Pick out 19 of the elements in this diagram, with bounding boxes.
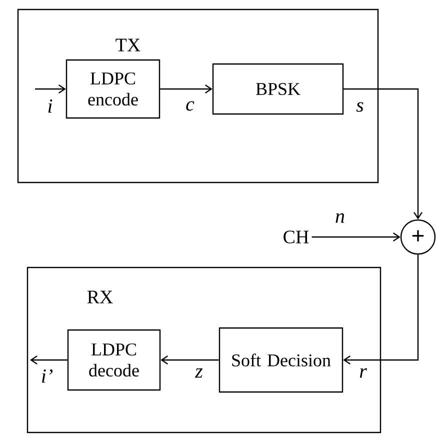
arrow [160,84,212,94]
arrow [312,232,400,242]
signal-label: s [356,102,364,112]
signal-label: i [48,99,52,113]
signal-label: i’ [42,369,52,383]
signal-label: z [194,368,203,378]
process-box: LDPC decode [67,329,161,391]
arrow [30,356,68,364]
arrow [343,254,419,364]
arrow [344,88,422,220]
process-box: Soft Decision [218,327,344,393]
arrow [35,84,66,94]
process-box: LDPC encode [66,59,160,119]
process-box: BPSK [212,63,344,115]
signal-label: r [360,368,367,378]
signal-label: c [186,101,194,111]
channel-label: CH [284,230,309,244]
signal-label: n [336,213,344,223]
arrow [160,356,219,364]
